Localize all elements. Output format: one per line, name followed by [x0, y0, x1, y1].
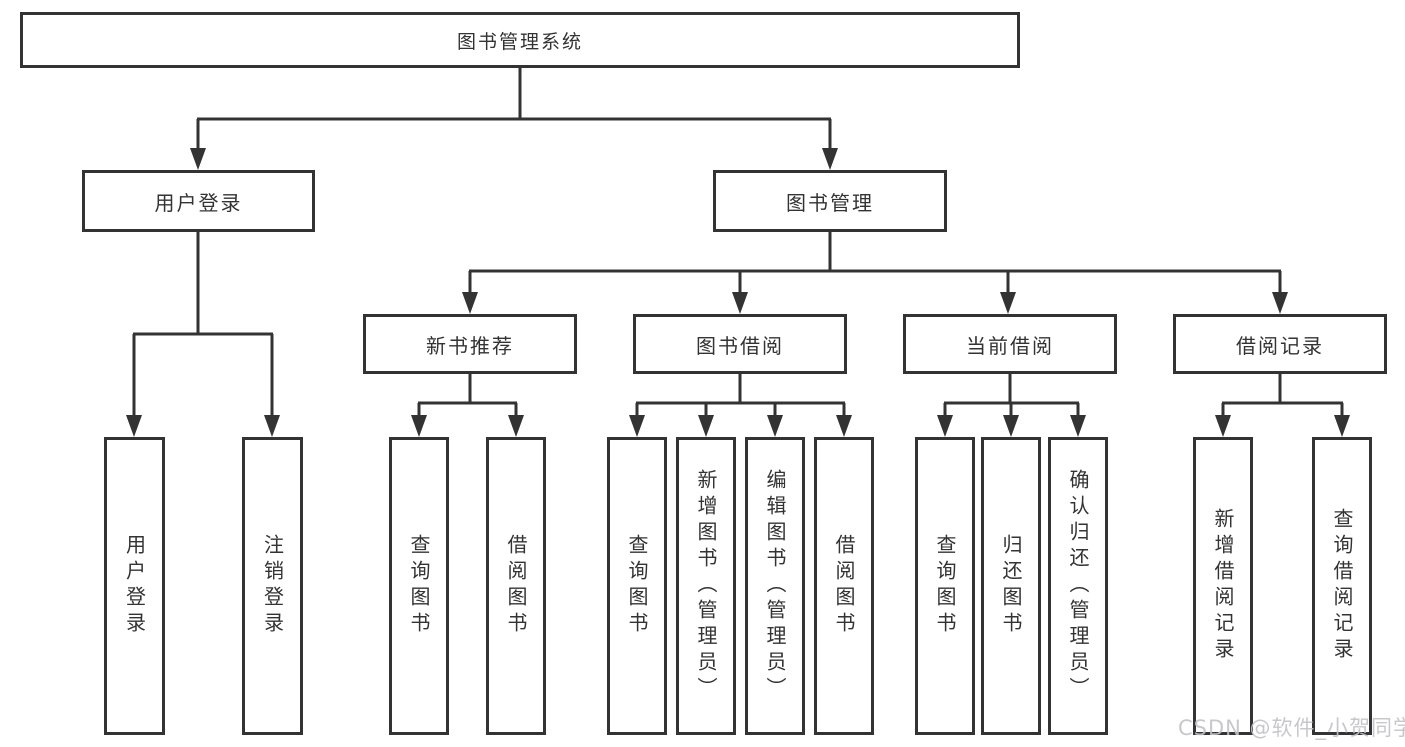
node-borrowing-records: 借阅记录	[1173, 314, 1387, 374]
leaf-add-books-admin-label: 新增图书（管理员）	[694, 469, 718, 703]
leaf-query-books-borrowing-label: 查询图书	[625, 534, 649, 638]
leaf-add-borrow-record-label: 新增借阅记录	[1211, 508, 1235, 664]
node-book-borrowing-label: 图书借阅	[696, 333, 784, 358]
leaf-return-books-label: 归还图书	[999, 534, 1023, 638]
node-book-management: 图书管理	[713, 170, 947, 232]
leaf-query-books-current-label: 查询图书	[933, 534, 957, 638]
node-book-management-label: 图书管理	[786, 190, 874, 215]
leaf-add-books-admin: 新增图书（管理员）	[676, 437, 736, 735]
node-root: 图书管理系统	[20, 12, 1020, 68]
node-book-borrowing: 图书借阅	[633, 314, 847, 374]
leaf-query-books-borrowing: 查询图书	[607, 437, 667, 735]
node-user-login: 用户登录	[82, 170, 315, 232]
leaf-return-books: 归还图书	[981, 437, 1041, 735]
leaf-add-borrow-record: 新增借阅记录	[1193, 437, 1253, 735]
node-borrowing-records-label: 借阅记录	[1236, 333, 1324, 358]
arrowhead-icons	[126, 148, 1350, 437]
leaf-user-login: 用户登录	[104, 437, 165, 735]
leaf-edit-books-admin: 编辑图书（管理员）	[745, 437, 805, 735]
leaf-query-books-current: 查询图书	[915, 437, 975, 735]
leaf-borrow-books-recommend-label: 借阅图书	[504, 534, 528, 638]
node-current-borrowing-label: 当前借阅	[966, 333, 1054, 358]
leaf-query-borrow-record: 查询借阅记录	[1312, 437, 1372, 735]
node-new-book-recommend-label: 新书推荐	[426, 333, 514, 358]
leaf-edit-books-admin-label: 编辑图书（管理员）	[763, 469, 787, 703]
node-current-borrowing: 当前借阅	[903, 314, 1117, 374]
leaf-confirm-return-admin-label: 确认归还（管理员）	[1066, 469, 1090, 703]
leaf-query-borrow-record-label: 查询借阅记录	[1330, 508, 1354, 664]
leaf-logout: 注销登录	[242, 437, 303, 735]
leaf-query-books-recommend-label: 查询图书	[407, 534, 431, 638]
node-new-book-recommend: 新书推荐	[363, 314, 577, 374]
leaf-borrow-books: 借阅图书	[814, 437, 874, 735]
leaf-query-books-recommend: 查询图书	[389, 437, 449, 735]
connector-lines	[132, 68, 1344, 417]
leaf-borrow-books-label: 借阅图书	[832, 534, 856, 638]
leaf-logout-label: 注销登录	[260, 534, 285, 638]
csdn-watermark: CSDN @软件_小贺同学	[1178, 716, 1405, 740]
leaf-confirm-return-admin: 确认归还（管理员）	[1048, 437, 1108, 735]
node-user-login-label: 用户登录	[154, 190, 243, 215]
node-root-label: 图书管理系统	[456, 30, 583, 53]
leaf-borrow-books-recommend: 借阅图书	[486, 437, 546, 735]
leaf-user-login-label: 用户登录	[122, 534, 147, 638]
